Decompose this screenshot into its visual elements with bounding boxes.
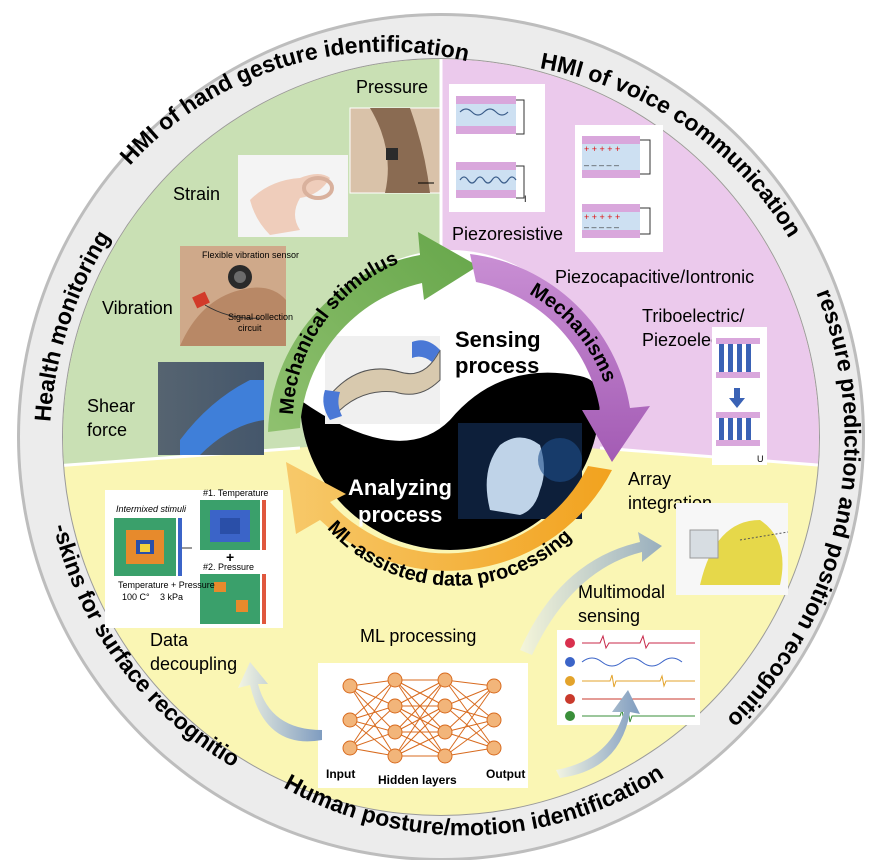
walking-icon [565, 711, 575, 721]
nn-hidden-label: Hidden layers [378, 773, 457, 787]
arrow-ml-processing [286, 462, 612, 571]
label-piezocapacitive: Piezocapacitive/Iontronic [555, 267, 754, 287]
label-multimodal-1: Multimodal [578, 582, 665, 602]
heatmap-title-3: #2. Pressure [203, 562, 254, 572]
label-vibration: Vibration [102, 298, 173, 318]
vib-sensor-label: Flexible vibration sensor [202, 250, 299, 260]
pressure-photo [349, 107, 441, 194]
voltage-symbol: U [757, 454, 764, 464]
label-shear-1: Shear [87, 396, 135, 416]
triboelectric-diagram: U [712, 327, 767, 465]
arrow-mechanisms [470, 254, 650, 462]
strain-photo [238, 155, 348, 237]
array-photo [676, 503, 789, 595]
shear-photo [158, 362, 264, 455]
neural-network: Input Hidden layers Output [318, 663, 528, 788]
arrow-to-decoupling [238, 662, 322, 742]
arrow-to-array [520, 532, 662, 655]
heatmap-t: 100 C° [122, 592, 150, 602]
lungs-icon [565, 657, 575, 667]
label-decoupling-1: Data [150, 630, 189, 650]
arrow-mechanical-stimulus [268, 232, 478, 432]
label-triboelectric-1: Triboelectric/ [642, 306, 744, 326]
label-decoupling-2: decoupling [150, 654, 237, 674]
label-shear-2: force [87, 420, 127, 440]
sensor-device-photo [323, 336, 441, 424]
heatmap-caption: Temperature + Pressure [118, 580, 215, 590]
heatmap-title-1: Intermixed stimuli [116, 504, 187, 514]
svg-text:– – – – –: – – – – – [584, 160, 619, 170]
nn-input-label: Input [326, 767, 355, 781]
label-array-1: Array [628, 469, 671, 489]
label-strain: Strain [173, 184, 220, 204]
sensing-label-2: process [455, 353, 539, 378]
analyzing-label-2: process [358, 502, 442, 527]
vib-collect-label-2: circuit [238, 323, 262, 333]
heatmap-panel: Intermixed stimuli #1. Temperature + #2.… [105, 488, 283, 628]
label-ml-processing: ML processing [360, 626, 476, 646]
heatmap-plus: + [226, 549, 234, 565]
label-piezoresistive: Piezoresistive [452, 224, 563, 244]
vibration-photo: Flexible vibration sensor Signal collect… [180, 246, 299, 346]
svg-text:– – – – –: – – – – – [584, 222, 619, 232]
label-pressure: Pressure [356, 77, 428, 97]
heatmap-p: 3 kPa [160, 592, 183, 602]
nn-output-label: Output [486, 767, 525, 781]
piezocapacitive-diagram: + + + + + – – – – – + + + + + – – – – – [575, 125, 663, 252]
piezoresistive-diagram: I [449, 84, 545, 212]
current-symbol: I [524, 194, 527, 204]
analyzing-label-1: Analyzing [348, 475, 452, 500]
ai-head-image [458, 423, 582, 519]
heatmap-title-2: #1. Temperature [203, 488, 268, 498]
svg-text:+ + + + +: + + + + + [584, 144, 620, 154]
thermometer-icon [565, 694, 575, 704]
voice-icon [565, 676, 575, 686]
svg-text:+ + + + +: + + + + + [584, 212, 620, 222]
label-multimodal-2: sensing [578, 606, 640, 626]
heart-icon [565, 638, 575, 648]
sensing-label-1: Sensing [455, 327, 541, 352]
vib-collect-label-1: Signal collection [228, 312, 293, 322]
arrow-to-multimodal [556, 690, 640, 778]
